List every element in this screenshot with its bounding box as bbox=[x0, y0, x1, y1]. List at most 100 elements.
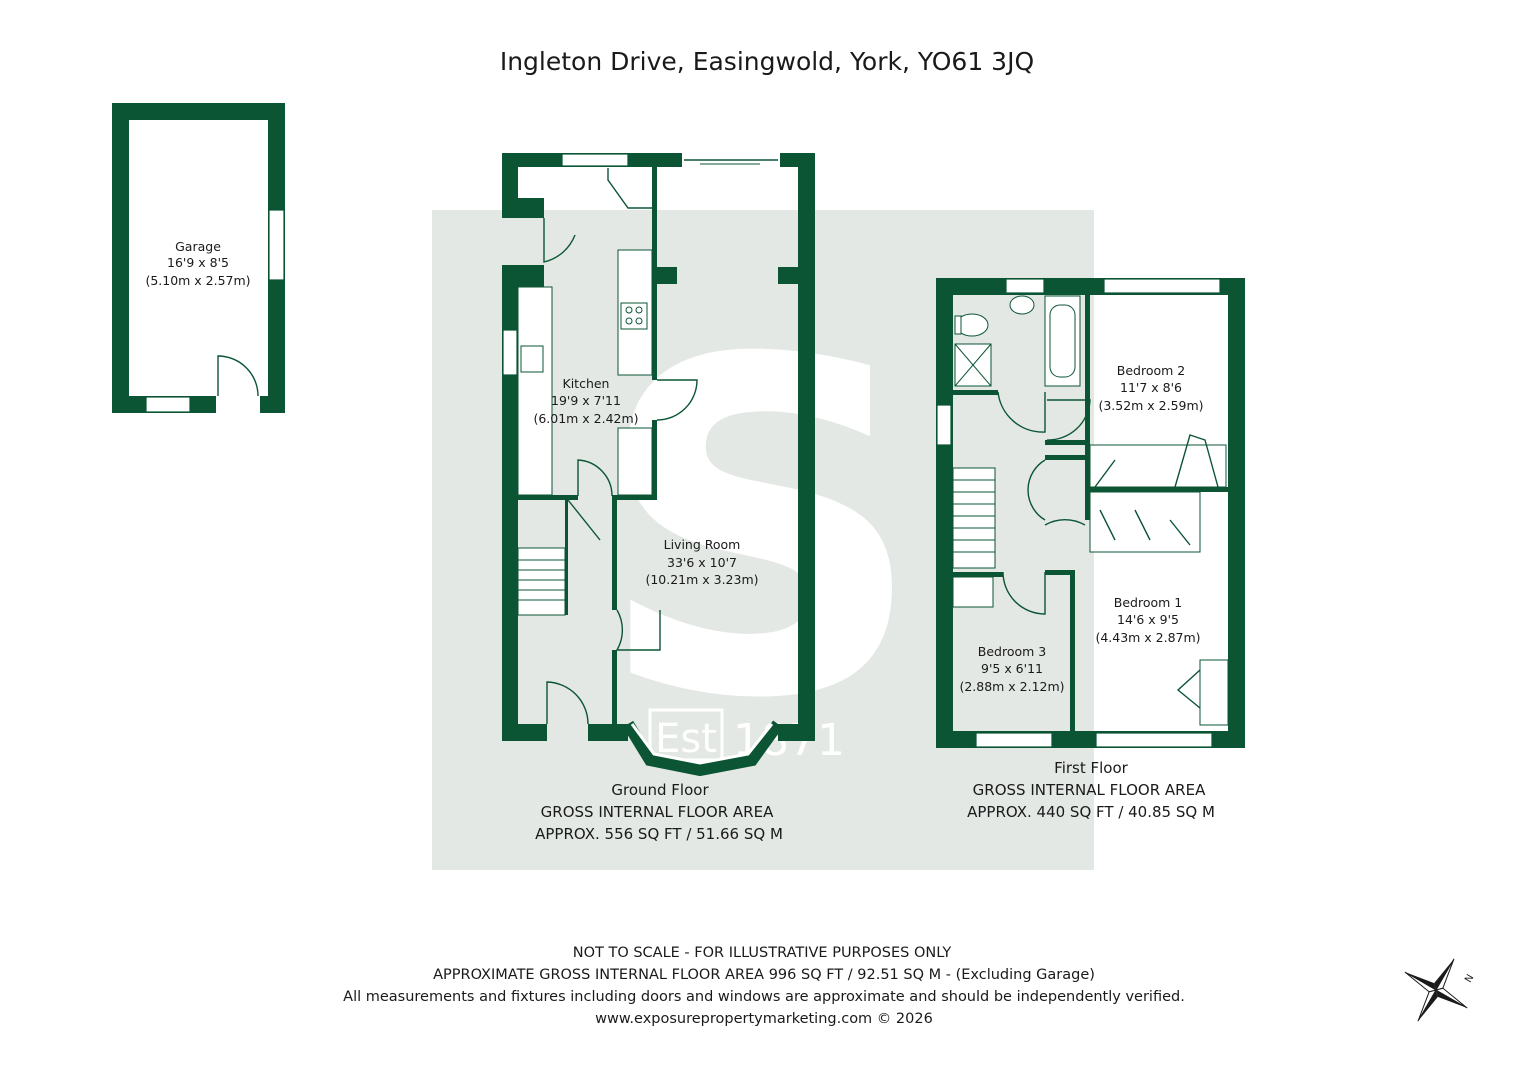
ff-basin bbox=[1009, 295, 1035, 315]
kitchen-imperial: 19'9 x 7'11 bbox=[551, 393, 621, 408]
gf-door-rear bbox=[543, 218, 576, 263]
first-floor-area: APPROX. 440 SQ FT / 40.85 SQ M bbox=[967, 803, 1215, 821]
gf-wall-bottom-mid bbox=[588, 724, 628, 741]
hob-ring-icon bbox=[625, 317, 633, 325]
gf-window-kitchen-side bbox=[502, 329, 518, 376]
compass-icon bbox=[1404, 958, 1468, 1022]
first-floor-area-label: GROSS INTERNAL FLOOR AREA bbox=[973, 781, 1206, 799]
gf-wall-hall-low bbox=[612, 650, 617, 724]
garage-plan bbox=[112, 103, 285, 413]
ff-shower-line bbox=[954, 343, 992, 387]
ground-floor-plan bbox=[502, 153, 815, 777]
gf-wall-pier-right bbox=[778, 267, 798, 284]
first-floor-plan bbox=[936, 278, 1245, 748]
kitchen-name: Kitchen bbox=[563, 376, 610, 391]
gf-kitchen-worktop-side bbox=[517, 286, 553, 496]
gf-sink bbox=[520, 345, 544, 373]
gf-door-kitchen-hall bbox=[577, 459, 613, 497]
ff-bathtub-inner bbox=[1049, 304, 1076, 378]
ff-wall-right bbox=[1228, 278, 1245, 748]
gf-wall-stair bbox=[565, 500, 568, 615]
ff-door-closet bbox=[1027, 459, 1046, 521]
first-floor-name: First Floor bbox=[1054, 759, 1128, 777]
ground-floor-area-label: GROSS INTERNAL FLOOR AREA bbox=[541, 803, 774, 821]
gf-window-kitchen-rear bbox=[561, 153, 629, 167]
gf-door-under-stairs bbox=[567, 499, 601, 541]
ff-cupboard-bed3 bbox=[952, 576, 994, 608]
page-title: Ingleton Drive, Easingwold, York, YO61 3… bbox=[500, 47, 1034, 76]
living-room-name: Living Room bbox=[664, 537, 741, 552]
ff-wardrobe-bed1-doors bbox=[1099, 509, 1191, 546]
gf-wall-kink bbox=[502, 198, 544, 218]
gf-wall-bottom-right bbox=[778, 724, 815, 741]
ff-window-bedroom2 bbox=[1103, 278, 1221, 294]
footer-total-area: APPROXIMATE GROSS INTERNAL FLOOR AREA 99… bbox=[433, 967, 1095, 983]
ff-wall-left bbox=[936, 278, 953, 748]
living-room-metric: (10.21m x 3.23m) bbox=[645, 572, 758, 587]
bedroom2-imperial: 11'7 x 8'6 bbox=[1120, 380, 1182, 395]
ff-wall-bed3-top bbox=[953, 572, 1003, 577]
ff-window-bedroom3 bbox=[975, 732, 1053, 748]
ff-door-bedroom3 bbox=[1002, 571, 1046, 615]
ff-door-bathroom bbox=[997, 391, 1046, 433]
ground-floor-name: Ground Floor bbox=[611, 781, 709, 799]
gf-wall-kitchen-living-low bbox=[652, 420, 657, 500]
garage-wall-left bbox=[112, 103, 129, 413]
bedroom3-name: Bedroom 3 bbox=[978, 644, 1046, 659]
ff-wall-closet-top bbox=[1045, 455, 1085, 460]
bedroom2-name: Bedroom 2 bbox=[1117, 363, 1185, 378]
garage-window-side bbox=[268, 209, 285, 281]
gf-bay-glass bbox=[630, 723, 774, 765]
ff-window-bathroom bbox=[1005, 278, 1045, 294]
ff-wardrobe-bed1-side bbox=[1199, 659, 1229, 726]
gf-wall-hall bbox=[612, 500, 617, 610]
watermark-est: Est bbox=[655, 716, 717, 762]
ff-wall-bed2-bed1 bbox=[1085, 487, 1228, 492]
kitchen-metric: (6.01m x 2.42m) bbox=[533, 411, 638, 426]
gf-wall-bottom-left bbox=[502, 724, 547, 741]
gf-wall-right bbox=[798, 153, 815, 741]
ff-window-bedroom1 bbox=[1095, 732, 1213, 748]
ff-door-bedroom1 bbox=[1044, 518, 1086, 526]
gf-hob bbox=[620, 302, 648, 330]
gf-wall-kitchen-living-mid bbox=[652, 284, 657, 380]
bedroom1-metric: (4.43m x 2.87m) bbox=[1095, 630, 1200, 645]
gf-wall-left bbox=[502, 265, 518, 740]
footer-measurements-note: All measurements and fixtures including … bbox=[343, 989, 1185, 1005]
bedroom1-name: Bedroom 1 bbox=[1114, 595, 1182, 610]
bedroom3-imperial: 9'5 x 6'11 bbox=[981, 661, 1043, 676]
garage-wall-top bbox=[112, 103, 285, 120]
ff-toilet-cistern bbox=[954, 315, 962, 335]
ff-wall-closet bbox=[1085, 440, 1090, 520]
ff-wall-bath-bed2 bbox=[1085, 295, 1090, 440]
gf-wall-pier-left bbox=[652, 267, 677, 284]
ff-wall-bed3-bed1 bbox=[1070, 570, 1075, 731]
gf-bay-window bbox=[622, 720, 783, 777]
living-room-imperial: 33'6 x 10'7 bbox=[667, 555, 737, 570]
bedroom1-imperial: 14'6 x 9'5 bbox=[1117, 612, 1179, 627]
gf-wall-kitchen-bottom-right bbox=[612, 495, 657, 500]
garage-name: Garage bbox=[175, 239, 221, 254]
compass-north-label: N bbox=[1463, 973, 1476, 985]
gf-door-front bbox=[546, 681, 589, 725]
ff-wall-bath-bottom bbox=[953, 390, 998, 395]
gf-kitchen-unit-low bbox=[617, 427, 653, 496]
hob-ring-icon bbox=[635, 317, 643, 325]
hob-ring-icon bbox=[635, 306, 643, 314]
ff-wall-bath-landing bbox=[1045, 440, 1090, 445]
ff-wall-bed3-top-right bbox=[1045, 570, 1075, 575]
gf-stairs bbox=[517, 547, 566, 616]
garage-imperial: 16'9 x 8'5 bbox=[167, 255, 229, 270]
garage-window-front bbox=[145, 396, 191, 413]
ff-wardrobe-bed2 bbox=[1089, 444, 1227, 488]
gf-door-living bbox=[615, 609, 661, 651]
garage-door-gap bbox=[216, 396, 260, 413]
ground-floor-area: APPROX. 556 SQ FT / 51.66 SQ M bbox=[535, 825, 783, 843]
ff-wardrobe-bed2-doors bbox=[1094, 434, 1219, 488]
footer-disclaimer: NOT TO SCALE - FOR ILLUSTRATIVE PURPOSES… bbox=[573, 945, 952, 961]
gf-wall-kitchen-bottom bbox=[518, 495, 578, 500]
gf-door-kitchen-living bbox=[656, 379, 698, 421]
ff-stairs bbox=[952, 467, 996, 569]
bedroom2-metric: (3.52m x 2.59m) bbox=[1098, 398, 1203, 413]
